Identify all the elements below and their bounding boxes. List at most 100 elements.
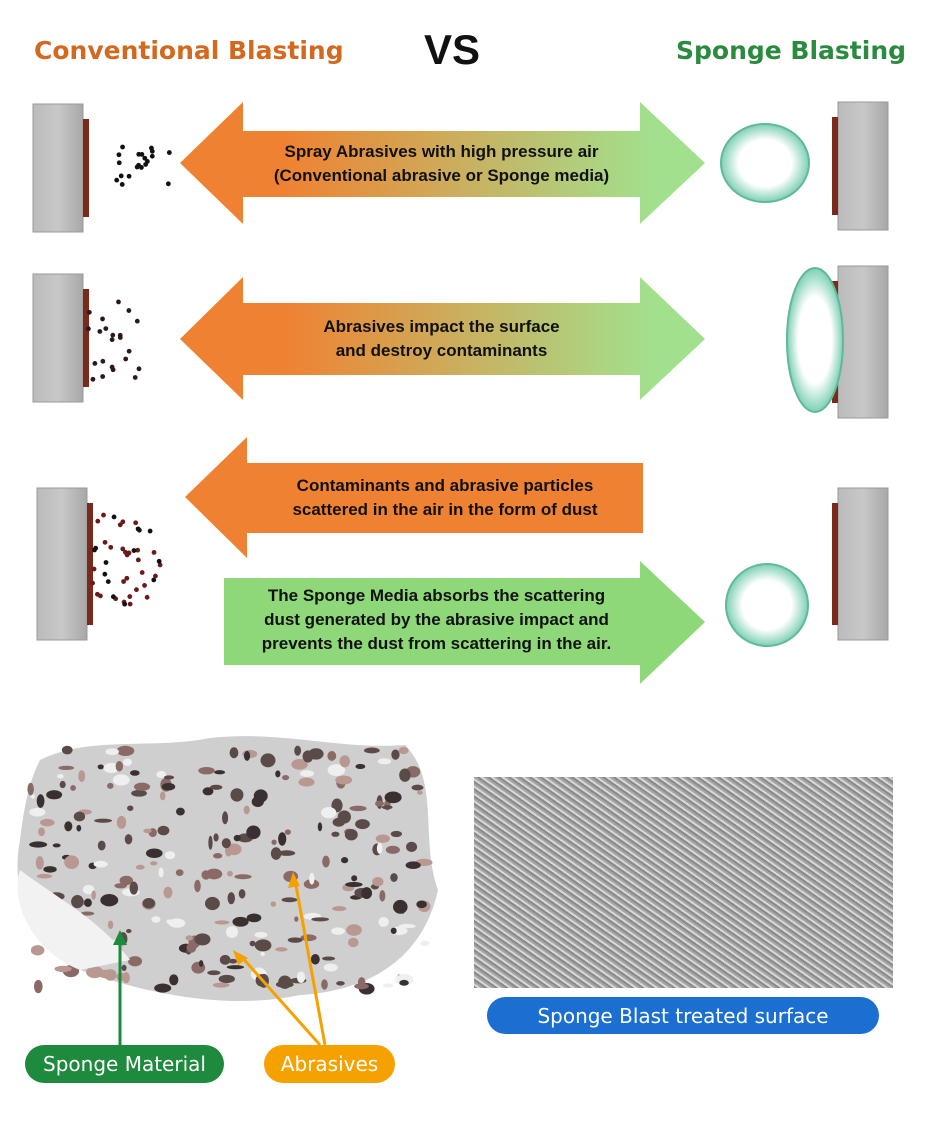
sponge-speckle <box>214 770 226 775</box>
sponge-speckle <box>129 881 139 895</box>
sponge-speckle <box>298 777 315 787</box>
vs-label: VS <box>424 26 481 73</box>
sponge-speckle <box>340 857 349 864</box>
particle <box>147 528 153 534</box>
sponge-speckle <box>375 800 384 807</box>
sponge-speckle <box>175 869 184 876</box>
sponge-speckle <box>300 934 317 942</box>
sponge-speckle <box>390 830 403 838</box>
particle <box>156 558 162 564</box>
sponge-speckle <box>145 848 163 859</box>
sponge-speckle <box>166 919 172 925</box>
wall-surface <box>837 101 889 231</box>
sponge-speckle <box>97 840 106 851</box>
sponge-speckle <box>243 805 250 815</box>
sponge-speckle <box>339 755 350 768</box>
particle <box>151 577 157 583</box>
particle <box>92 361 98 366</box>
sponge-speckle <box>302 750 314 763</box>
sponge-speckle <box>169 974 179 986</box>
particle <box>157 562 163 568</box>
particle <box>142 155 148 161</box>
sponge-speckle <box>93 860 108 868</box>
particle <box>118 173 124 179</box>
sponge-speckle <box>194 933 211 946</box>
sponge-speckle <box>154 983 172 993</box>
sponge-speckle <box>416 790 423 795</box>
sponge-media-bubble-4 <box>725 563 809 647</box>
particle <box>135 557 141 563</box>
particle <box>126 348 132 354</box>
sponge-speckle <box>36 873 53 879</box>
wall-surface <box>837 487 889 641</box>
sponge-speckle <box>275 947 288 952</box>
sponge-speckle <box>164 851 176 860</box>
particle <box>98 593 103 599</box>
sponge-speckle <box>311 917 329 922</box>
sponge-speckle <box>393 899 408 914</box>
sponge-speckle <box>30 945 45 956</box>
sponge-speckle <box>80 911 95 916</box>
sponge-speckle <box>54 965 72 973</box>
sponge-speckle <box>346 924 362 936</box>
particle <box>165 181 171 187</box>
sponge-speckle <box>361 887 373 900</box>
sponge-speckle <box>175 807 185 816</box>
particle <box>149 148 155 154</box>
sponge-speckle <box>420 940 430 947</box>
particle <box>124 575 130 581</box>
sponge-speckle <box>391 749 400 760</box>
sponge-speckle <box>151 916 161 923</box>
particle <box>134 318 140 324</box>
sponge-speckle <box>344 828 358 841</box>
sponge-material-label: Sponge Material <box>25 1045 224 1083</box>
sponge-speckle <box>278 975 292 989</box>
wall-surface <box>32 103 84 233</box>
sponge-speckle <box>119 875 133 886</box>
sponge-speckle <box>163 775 175 780</box>
sponge-speckle <box>243 750 251 761</box>
particle <box>120 519 126 525</box>
sponge-speckle <box>281 897 298 903</box>
sponge-speckle <box>218 974 235 984</box>
sponge-speckle <box>227 870 233 877</box>
sponge-speckle <box>123 758 132 766</box>
sponge-speckle <box>118 932 128 946</box>
particle <box>120 144 125 150</box>
sponge-speckle <box>336 981 345 986</box>
sponge-speckle <box>275 770 281 778</box>
sponge-speckle <box>270 901 277 907</box>
sponge-material-photo <box>17 736 438 1001</box>
contaminant-layer <box>83 119 89 217</box>
particle <box>143 162 149 167</box>
sponge-speckle <box>100 894 119 907</box>
sponge-speckle <box>135 864 145 870</box>
particle <box>142 583 147 588</box>
sponge-speckle <box>332 817 345 827</box>
particle <box>134 587 139 593</box>
particle <box>105 579 111 584</box>
particle <box>133 520 139 526</box>
sponge-speckle <box>355 819 370 830</box>
step-1-text: Spray Abrasives with high pressure air(C… <box>273 142 610 185</box>
double-arrow-2 <box>180 277 705 400</box>
sponge-speckle <box>270 847 282 860</box>
sponge-speckle <box>345 882 363 888</box>
sponge-speckle <box>416 900 427 909</box>
particle <box>136 151 142 157</box>
sponge-speckle <box>207 970 221 976</box>
sponge-speckle <box>372 877 384 887</box>
particle <box>103 560 109 565</box>
conventional-blasting-title: Conventional Blasting <box>34 36 344 65</box>
particle <box>126 308 132 313</box>
sponge-speckle <box>91 890 96 900</box>
particle <box>91 566 97 572</box>
sponge-speckle <box>398 923 416 929</box>
sponge-speckle <box>127 805 134 811</box>
sponge-speckle <box>61 745 73 755</box>
particle <box>149 153 155 159</box>
wall-surface <box>837 265 889 419</box>
sponge-speckle <box>204 896 220 911</box>
sponge-speckle <box>133 782 151 791</box>
